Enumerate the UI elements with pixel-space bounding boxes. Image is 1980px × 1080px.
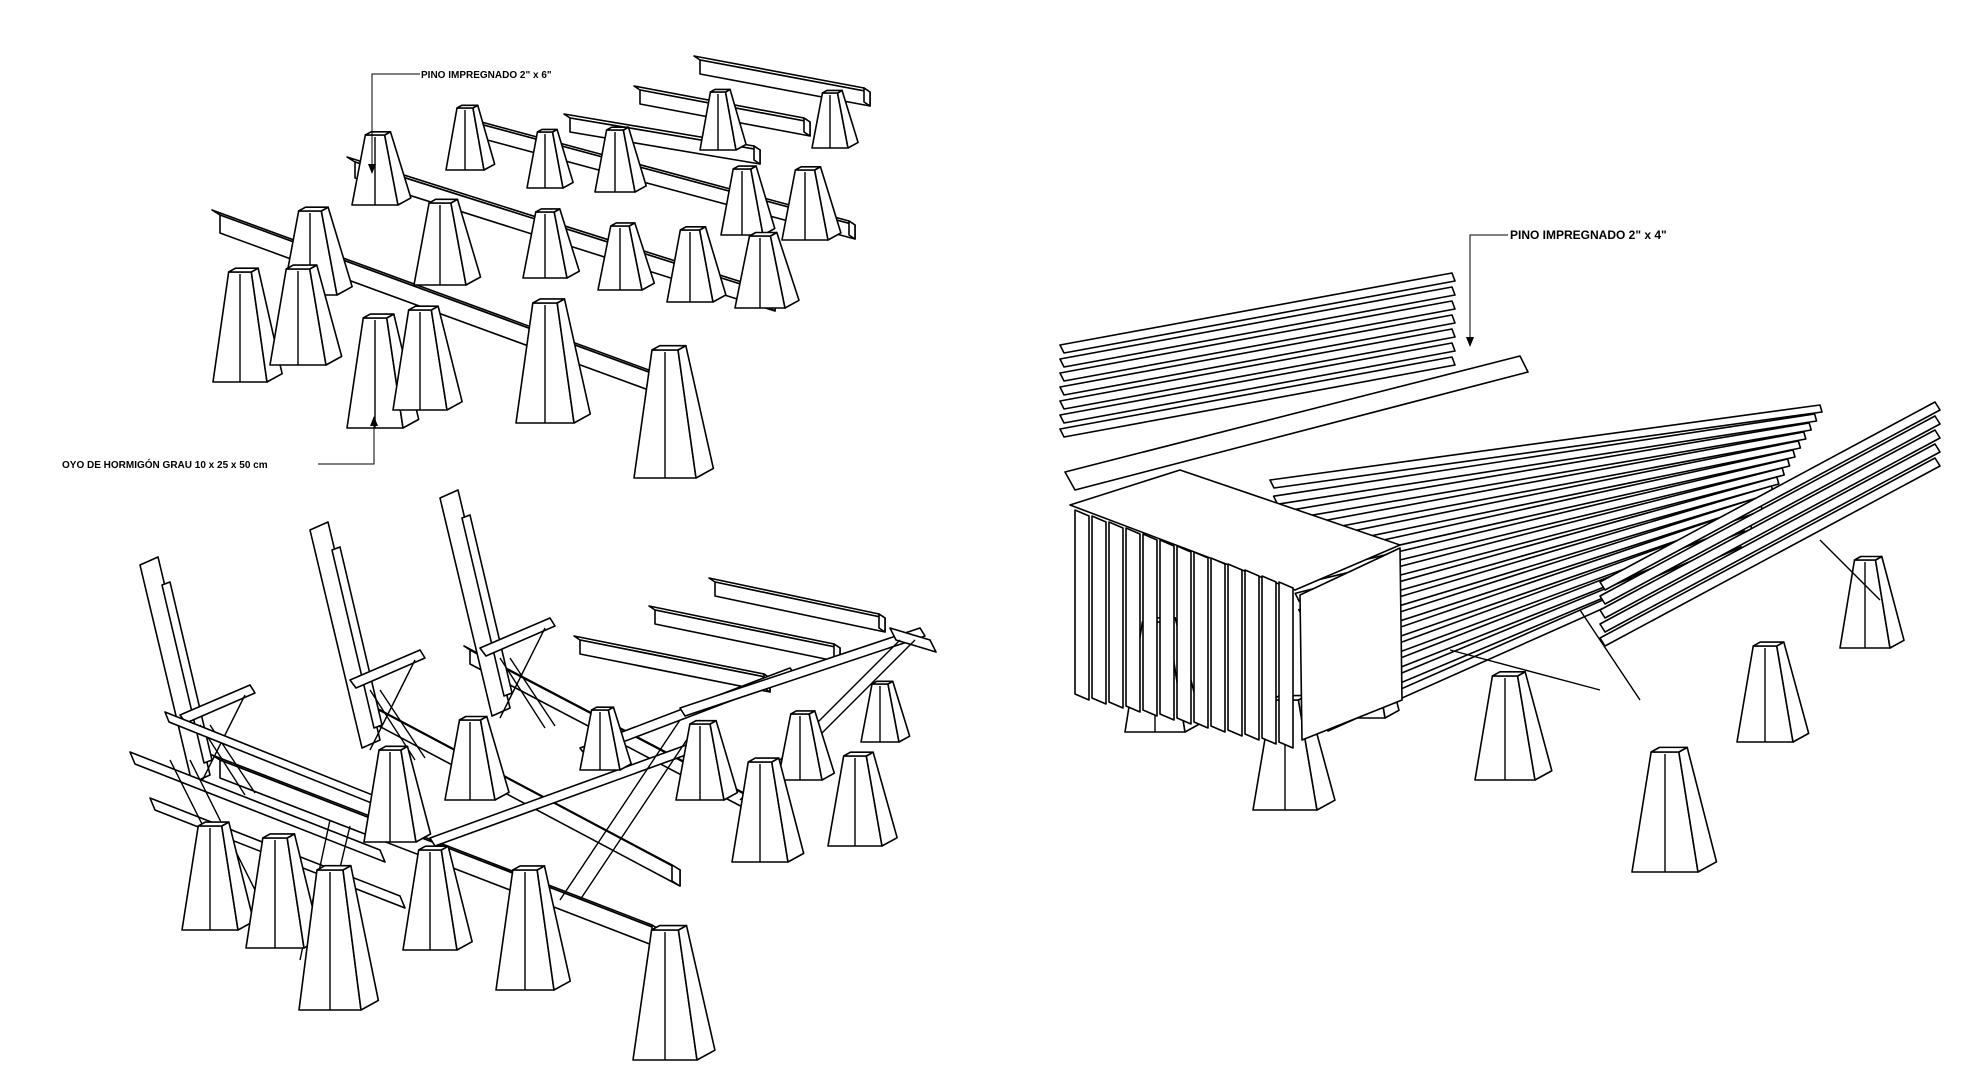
seat-side-slat xyxy=(1193,551,1209,729)
pier-group xyxy=(212,88,859,479)
bench-back-slat xyxy=(1059,300,1456,382)
bench-back-slat xyxy=(1059,272,1456,354)
concrete-pier xyxy=(811,89,859,149)
right-bench-slat xyxy=(1599,457,1941,647)
concrete-pier xyxy=(444,715,510,801)
chair-back-post xyxy=(309,521,381,749)
base-label: OYO DE HORMIGÓN GRAU 10 x 25 x 50 cm xyxy=(62,458,268,471)
concrete-pier xyxy=(731,757,805,863)
concrete-pier xyxy=(363,745,432,843)
support-brace xyxy=(1819,539,1881,601)
deck-slat xyxy=(1272,413,1818,506)
right-bench-slat xyxy=(1599,443,1941,633)
right-bench-slat xyxy=(1599,429,1941,619)
pier-group xyxy=(181,680,911,1061)
chair-brace xyxy=(369,659,416,751)
chair-arm xyxy=(349,649,426,689)
support-brace xyxy=(1579,609,1641,701)
table-rail xyxy=(889,627,937,653)
seat-side-slat xyxy=(1176,545,1192,725)
chair-brace xyxy=(499,657,546,729)
concrete-pier xyxy=(402,845,473,951)
base-stage-view: PINO IMPREGNADO 2" x 6" OYO DE HORMIGÓN … xyxy=(62,55,871,479)
chair-brace xyxy=(499,627,546,719)
concrete-pier xyxy=(781,165,842,241)
seat-side-slat xyxy=(1261,575,1277,745)
chair-brace xyxy=(379,689,426,759)
table-diagonal xyxy=(559,719,681,901)
concrete-pier xyxy=(827,751,898,847)
seat-side-slat xyxy=(1108,521,1124,709)
table-diagonal xyxy=(579,719,701,901)
concrete-pier xyxy=(633,344,715,479)
frame-stage-view xyxy=(129,489,937,1061)
concrete-pier xyxy=(666,225,727,303)
concrete-pier xyxy=(734,231,800,309)
concrete-pier xyxy=(269,264,343,366)
deck-slat xyxy=(1269,404,1823,489)
table-rail xyxy=(679,627,926,717)
bench-back-slat xyxy=(1059,286,1456,368)
concrete-pier xyxy=(298,864,380,1011)
concrete-pier xyxy=(594,126,648,193)
bench-back-slat xyxy=(1059,342,1456,424)
support-brace xyxy=(1449,649,1601,691)
concrete-pier xyxy=(181,821,255,931)
slat-label: PINO IMPREGNADO 2" x 4" xyxy=(1510,228,1667,242)
concrete-pier xyxy=(515,298,592,424)
bench-back-slat xyxy=(1059,356,1456,438)
concrete-pier xyxy=(392,305,463,411)
seat-side-slat xyxy=(1142,533,1158,717)
concrete-pier xyxy=(495,865,572,991)
seat-side-slat xyxy=(1278,581,1294,749)
beam-leader xyxy=(368,73,420,174)
right-bench-slat xyxy=(1599,415,1941,605)
base-leader xyxy=(318,416,378,465)
concrete-pier xyxy=(351,130,412,206)
chair-brace xyxy=(509,657,556,727)
seat-rail xyxy=(129,751,386,863)
concrete-pier xyxy=(597,222,656,291)
concrete-pier xyxy=(632,924,716,1061)
concrete-pier xyxy=(860,680,911,743)
concrete-pier xyxy=(777,710,836,781)
concrete-pier xyxy=(212,267,283,383)
seat-side-slat xyxy=(1244,569,1260,741)
concrete-pier xyxy=(445,104,496,171)
seat-end xyxy=(1299,547,1403,741)
beam-2x6 xyxy=(708,577,886,633)
bench-back-slat xyxy=(1059,328,1456,410)
chair-back-post xyxy=(139,556,211,784)
concrete-pier xyxy=(1839,555,1905,649)
seat-side-slat xyxy=(1125,527,1141,713)
chair-arm xyxy=(479,617,556,657)
concrete-pier xyxy=(720,165,776,236)
beam-2x6 xyxy=(573,635,771,693)
slat-leader xyxy=(1466,234,1508,347)
concrete-pier xyxy=(699,88,747,151)
concrete-pier xyxy=(675,719,739,801)
bench-edge xyxy=(1064,355,1529,491)
seat-side-slat xyxy=(1074,509,1090,701)
beam-label: PINO IMPREGNADO 2" x 6" xyxy=(421,70,552,81)
concrete-pier xyxy=(1736,641,1810,743)
seat-side-slat xyxy=(1227,563,1243,737)
concrete-pier xyxy=(579,706,633,771)
concrete-pier xyxy=(413,198,482,286)
seat-side-slat xyxy=(1159,539,1175,721)
seat-side-slat xyxy=(1210,557,1226,733)
right-bench-slat xyxy=(1599,401,1941,591)
finished-furniture-view: PINO IMPREGNADO 2" x 4" xyxy=(1059,228,1941,873)
concrete-pier xyxy=(526,128,574,189)
deck-group xyxy=(1059,272,1941,749)
bench-back-slat xyxy=(1059,314,1456,396)
chair-back-post xyxy=(439,489,511,717)
seat-side-slat xyxy=(1091,515,1107,705)
concrete-pier xyxy=(522,208,581,279)
concrete-pier xyxy=(1631,746,1718,873)
deck-slat xyxy=(1294,467,1785,603)
concrete-pier xyxy=(1474,670,1553,781)
